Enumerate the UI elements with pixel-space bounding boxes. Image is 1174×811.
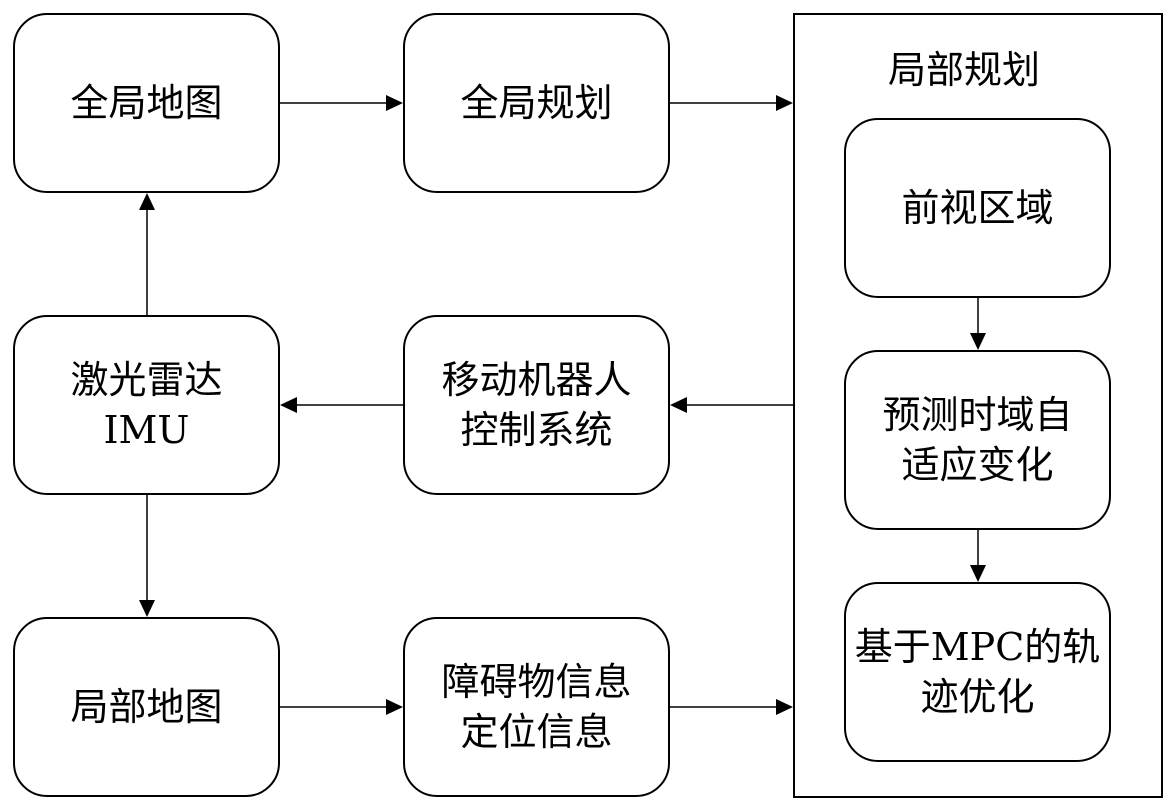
global-map-label: 全局地图 bbox=[70, 81, 223, 125]
global-map-node: 全局地图 bbox=[13, 13, 280, 193]
forward-region-node: 前视区域 bbox=[844, 118, 1111, 298]
arrowhead-global-map bbox=[139, 193, 155, 210]
mpc-optimization-label-line1: 基于MPC的轨 bbox=[854, 625, 1101, 669]
arrowhead-local-planning-top bbox=[776, 95, 793, 111]
mpc-optimization-label-line2: 迹优化 bbox=[920, 675, 1035, 719]
obstacle-info-label-line1: 障碍物信息 bbox=[441, 660, 632, 704]
arrowhead-mpc bbox=[970, 565, 986, 582]
arrowhead-local-map bbox=[139, 600, 155, 617]
obstacle-info-node: 障碍物信息 定位信息 bbox=[403, 617, 670, 797]
prediction-horizon-node: 预测时域自 适应变化 bbox=[844, 350, 1111, 530]
forward-region-label: 前视区域 bbox=[901, 186, 1054, 230]
local-map-label: 局部地图 bbox=[70, 685, 223, 729]
arrowhead-global-planning bbox=[386, 95, 403, 111]
prediction-horizon-label-line1: 预测时域自 bbox=[882, 393, 1073, 437]
global-planning-node: 全局规划 bbox=[403, 13, 670, 193]
arrowhead-lidar bbox=[280, 397, 297, 413]
local-map-node: 局部地图 bbox=[13, 617, 280, 797]
robot-control-label-line2: 控制系统 bbox=[460, 408, 613, 452]
arrowhead-local-planning-bottom bbox=[776, 699, 793, 715]
prediction-horizon-label-line2: 适应变化 bbox=[901, 443, 1054, 487]
global-planning-label: 全局规划 bbox=[460, 81, 613, 125]
obstacle-info-label-line2: 定位信息 bbox=[460, 710, 613, 754]
arrowhead-robot-control bbox=[670, 397, 687, 413]
mpc-optimization-node: 基于MPC的轨 迹优化 bbox=[844, 582, 1111, 762]
lidar-imu-label-line1: 激光雷达 bbox=[70, 358, 223, 402]
local-planning-group bbox=[793, 13, 1163, 798]
lidar-imu-node: 激光雷达 IMU bbox=[13, 315, 280, 495]
local-planning-title: 局部规划 bbox=[888, 48, 1041, 92]
robot-control-label-line1: 移动机器人 bbox=[441, 358, 632, 402]
arrowhead-prediction bbox=[970, 333, 986, 350]
arrowhead-obstacle-info bbox=[386, 699, 403, 715]
robot-control-node: 移动机器人 控制系统 bbox=[403, 315, 670, 495]
lidar-imu-label-line2: IMU bbox=[103, 408, 190, 452]
